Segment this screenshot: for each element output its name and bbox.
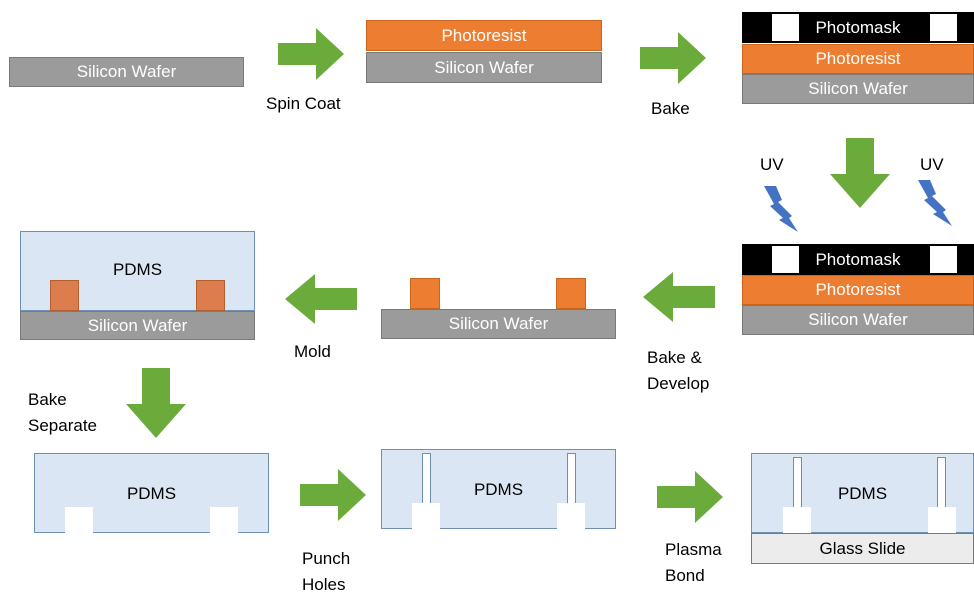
stage9-pdms: PDMS <box>751 453 974 534</box>
punched-hole-left <box>422 453 431 505</box>
step-spin-coat: Spin Coat <box>266 94 341 113</box>
stage4-photomask: Photomask <box>742 244 974 275</box>
stage2-silicon-wafer: Silicon Wafer <box>366 52 602 83</box>
channel-gap-right <box>210 507 238 534</box>
photomask-window-right <box>930 14 957 41</box>
punched-hole-right <box>567 453 576 505</box>
arrow-right-icon <box>640 32 706 84</box>
photomask-window-left <box>772 14 799 41</box>
step-punch-holes-line2: Holes <box>302 575 346 594</box>
arrow-right-icon <box>278 28 344 80</box>
stage6-pdms: PDMS <box>20 231 255 311</box>
stage8-pdms: PDMS <box>381 449 616 530</box>
lightning-bolt-icon <box>764 186 798 232</box>
stage3-photomask-label: Photomask <box>815 17 901 37</box>
step-bake-separate-line1: Bake <box>28 390 67 409</box>
photoresist-feature-left <box>410 278 440 309</box>
stage3-photoresist-label: Photoresist <box>815 49 901 68</box>
stage5-wafer-label: Silicon Wafer <box>448 314 549 333</box>
channel-gap-left <box>65 507 93 534</box>
punched-hole-right <box>937 457 946 509</box>
stage7-pdms: PDMS <box>34 453 269 534</box>
stage1-silicon-wafer: Silicon Wafer <box>9 57 244 87</box>
photoresist-feature-right <box>556 278 586 309</box>
arrow-down-icon <box>126 368 186 438</box>
stage2-wafer-label: Silicon Wafer <box>434 57 534 77</box>
arrow-down-icon <box>830 138 890 208</box>
stage3-photoresist: Photoresist <box>742 44 974 74</box>
stage4-photoresist-label: Photoresist <box>815 280 901 299</box>
stage3-photomask: Photomask <box>742 12 974 43</box>
glass-slide-label: Glass Slide <box>819 538 906 558</box>
arrow-left-icon <box>643 272 715 322</box>
mold-feature-left <box>50 280 79 311</box>
stage4-silicon-wafer: Silicon Wafer <box>742 305 974 335</box>
step-mold: Mold <box>294 342 331 361</box>
arrow-right-icon <box>657 471 723 523</box>
stage3-silicon-wafer: Silicon Wafer <box>742 74 974 104</box>
channel-gap-right <box>557 503 585 530</box>
glass-slide: Glass Slide <box>751 533 974 564</box>
photomask-window-right <box>930 246 957 273</box>
stage2-photoresist-label: Photoresist <box>441 25 527 45</box>
lightning-bolt-icon <box>918 180 952 226</box>
channel-gap-left <box>412 503 440 530</box>
photomask-window-left <box>772 246 799 273</box>
channel-gap-left <box>783 507 811 534</box>
stage4-wafer-label: Silicon Wafer <box>808 310 908 329</box>
stage6-wafer-label: Silicon Wafer <box>87 315 188 335</box>
mold-feature-right <box>196 280 225 311</box>
channel-gap-right <box>928 507 956 534</box>
step-punch-holes-line1: Punch <box>302 549 351 568</box>
step-bake-develop-line2: Develop <box>647 374 710 393</box>
stage1-wafer-label: Silicon Wafer <box>76 62 177 81</box>
step-plasma-bond-line1: Plasma <box>665 540 722 559</box>
uv-label-left: UV <box>760 155 784 174</box>
stage2-photoresist: Photoresist <box>366 20 602 51</box>
step-bake-separate-line2: Separate <box>28 416 97 435</box>
stage7-pdms-label: PDMS <box>126 484 177 503</box>
stage6-silicon-wafer: Silicon Wafer <box>20 311 255 340</box>
stage4-photomask-label: Photomask <box>815 249 901 269</box>
arrow-right-icon <box>300 469 366 521</box>
arrow-left-icon <box>285 274 357 324</box>
step-bake-develop-line1: Bake & <box>647 348 702 367</box>
stage4-photoresist: Photoresist <box>742 275 974 305</box>
punched-hole-left <box>793 457 802 509</box>
stage5-silicon-wafer: Silicon Wafer <box>381 309 616 339</box>
stage8-pdms-label: PDMS <box>473 480 524 499</box>
stage3-wafer-label: Silicon Wafer <box>808 79 908 98</box>
step-plasma-bond-line2: Bond <box>665 566 705 585</box>
uv-label-right: UV <box>920 155 944 174</box>
stage6-pdms-label: PDMS <box>112 260 163 279</box>
step-bake: Bake <box>651 99 690 118</box>
stage9-pdms-label: PDMS <box>837 484 888 503</box>
